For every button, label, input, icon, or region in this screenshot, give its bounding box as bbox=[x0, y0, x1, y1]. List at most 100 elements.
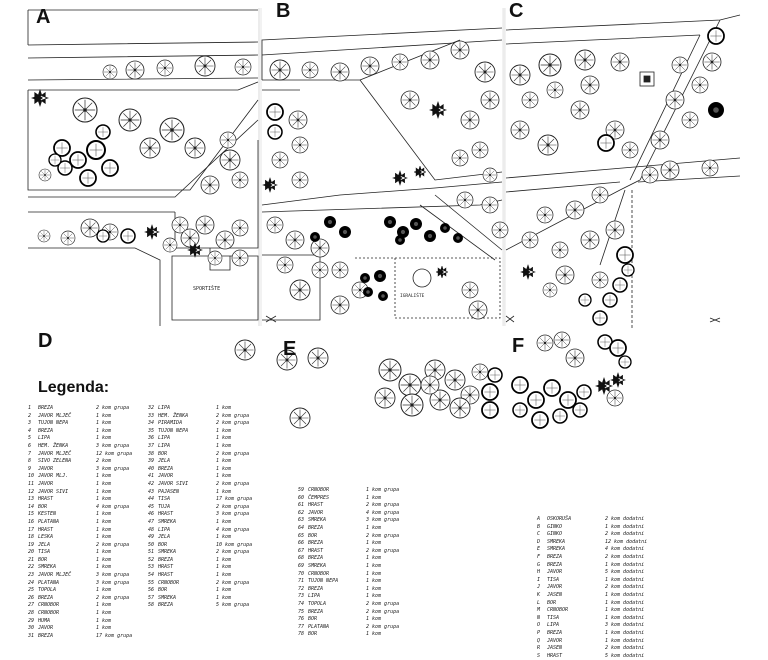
legend-number: 18 bbox=[28, 534, 35, 541]
legend-species: JAVOR bbox=[38, 465, 54, 472]
legend-number: 15 bbox=[28, 511, 35, 518]
legend-quantity: 2 kom dodatni bbox=[605, 584, 645, 591]
conifer-tree-icon bbox=[610, 372, 626, 388]
legend-quantity: 1 kom bbox=[96, 473, 112, 480]
legend-species: ČEMPRES bbox=[308, 494, 330, 501]
dark-tree-icon bbox=[360, 273, 370, 283]
tree-icon bbox=[572, 402, 588, 418]
tree-icon bbox=[510, 65, 530, 85]
legend-species: LESKA bbox=[38, 534, 54, 541]
legend-number: 74 bbox=[298, 600, 305, 607]
tree-icon bbox=[120, 228, 136, 244]
tree-icon bbox=[578, 293, 592, 307]
legend-number: 17 bbox=[28, 526, 35, 533]
legend-number: 66 bbox=[298, 540, 305, 547]
legend-number: 16 bbox=[28, 518, 35, 525]
legend-quantity: 1 kom bbox=[96, 420, 112, 427]
panel-label-b: B bbox=[276, 0, 291, 22]
legend-species: BREZA bbox=[547, 553, 563, 560]
legend-number: Q bbox=[537, 637, 541, 644]
legend-quantity: 1 kom bbox=[216, 465, 232, 472]
conifer-tree-icon bbox=[144, 224, 160, 240]
tree-icon bbox=[421, 376, 439, 394]
legend-quantity: 2 kom grupa bbox=[216, 450, 250, 457]
tree-icon bbox=[235, 340, 255, 360]
legend-quantity: 1 kom bbox=[96, 412, 112, 419]
legend-quantity: 4 kom grupa bbox=[216, 526, 250, 533]
legend-quantity: 1 kom bbox=[216, 488, 232, 495]
tree-icon bbox=[272, 152, 288, 168]
legend-species: HRAST bbox=[308, 547, 324, 554]
tree-icon bbox=[195, 56, 215, 76]
legend-number: 48 bbox=[148, 526, 155, 533]
legend-species: TUJA bbox=[158, 503, 171, 510]
legend-quantity: 1 kom dodatni bbox=[605, 637, 645, 644]
legend-quantity: 2 kom grupa bbox=[366, 623, 400, 630]
legend-quantity: 2 kom grupa bbox=[96, 405, 130, 411]
tree-icon bbox=[556, 266, 574, 284]
legend-quantity: 1 kom bbox=[216, 435, 232, 442]
legend-number: 57 bbox=[148, 594, 155, 601]
legend-species: PLATANA bbox=[38, 579, 60, 586]
legend-number: 65 bbox=[298, 532, 305, 539]
legend-quantity: 1 kom bbox=[96, 488, 112, 495]
legend-species: HRAST bbox=[547, 652, 563, 659]
tree-icon bbox=[581, 231, 599, 249]
tree-icon bbox=[185, 138, 205, 158]
tree-icon bbox=[547, 82, 563, 98]
tree-icon bbox=[692, 77, 708, 93]
legend-quantity: 2 kom grupa bbox=[96, 594, 130, 601]
tree-icon bbox=[289, 111, 307, 129]
legend-number: 56 bbox=[148, 587, 155, 594]
dark-tree-icon bbox=[424, 230, 436, 242]
legend-number: 75 bbox=[298, 608, 305, 615]
tree-icon bbox=[126, 61, 144, 79]
legend-species: SIVO ZELENA bbox=[38, 458, 72, 465]
tree-icon bbox=[361, 57, 379, 75]
legend-number: 14 bbox=[28, 503, 35, 510]
legend-quantity: 1 kom bbox=[366, 524, 382, 531]
legend-quantity: 2 kom grupa bbox=[366, 608, 400, 615]
legend-number: P bbox=[537, 629, 541, 636]
tree-icon bbox=[552, 242, 568, 258]
legend-quantity: 1 kom bbox=[216, 572, 232, 579]
legend-number: 59 bbox=[298, 487, 305, 493]
legend-species: SMREKA bbox=[547, 546, 566, 553]
legend-species: KESTEN bbox=[38, 511, 57, 518]
legend-species: BREZA bbox=[38, 632, 54, 639]
legend-number: S bbox=[537, 652, 541, 659]
legend-number: 72 bbox=[298, 585, 305, 592]
tree-icon bbox=[703, 53, 721, 71]
legend-species: HRAST bbox=[308, 502, 324, 509]
legend-quantity: 12 kom dodatni bbox=[605, 538, 648, 545]
legend-species: JAVOR SIVI bbox=[158, 480, 189, 487]
tree-icon bbox=[511, 121, 529, 139]
legend-number: I bbox=[537, 576, 541, 583]
legend-species: JAVOR bbox=[38, 625, 54, 632]
legend-species: HUMA bbox=[38, 617, 51, 624]
tree-icon bbox=[196, 216, 214, 234]
legend-quantity: 1 kom bbox=[366, 540, 382, 547]
legend-quantity: 2 kom dodatni bbox=[605, 645, 645, 652]
legend-quantity: 1 kom bbox=[216, 534, 232, 541]
legend-number: G bbox=[537, 561, 541, 568]
legend-quantity: 3 kom grupa bbox=[216, 511, 250, 518]
legend-species: BOR bbox=[308, 631, 318, 638]
legend-quantity: 1 kom bbox=[96, 511, 112, 518]
legend-species: JAVOR SIVI bbox=[38, 488, 69, 495]
tree-icon bbox=[475, 62, 495, 82]
legend-quantity: 1 kom bbox=[96, 602, 112, 609]
